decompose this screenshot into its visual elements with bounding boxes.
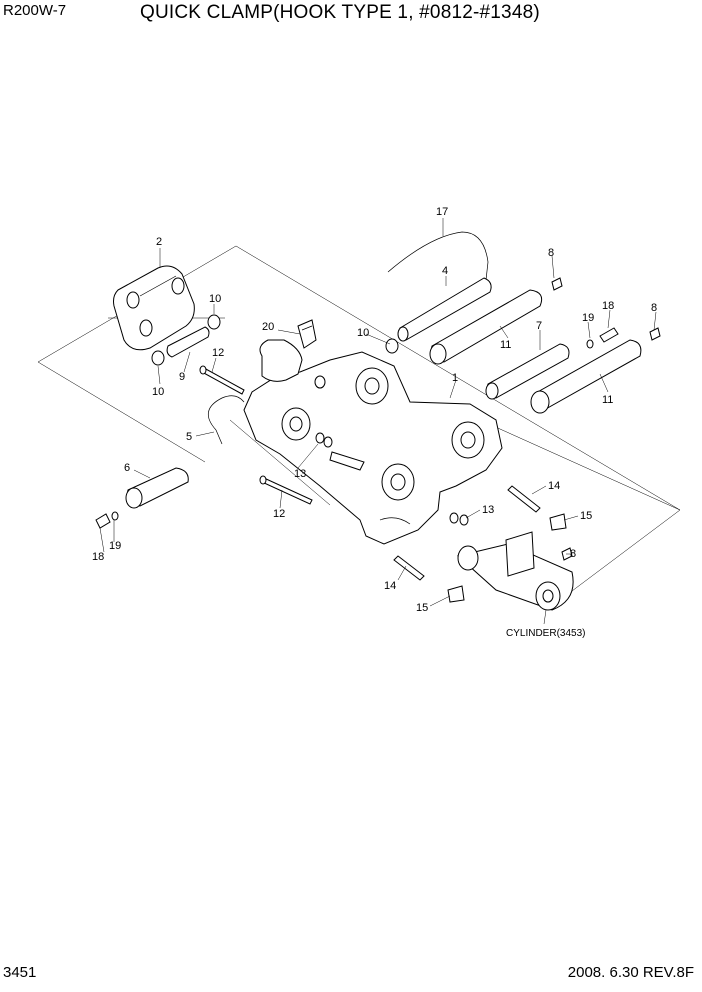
part-9-pin xyxy=(166,326,210,358)
callout-13-b: 13 xyxy=(482,504,494,516)
page-number: 3451 xyxy=(3,964,37,981)
callout-14-b: 14 xyxy=(384,580,396,592)
callout-18-a: 18 xyxy=(92,551,104,563)
part-8-grease-nipples xyxy=(551,277,661,561)
callout-11-b: 11 xyxy=(602,394,613,406)
part-2-hook-bracket xyxy=(113,265,195,351)
cylinder-reference-note: CYLINDER(3453) xyxy=(506,628,585,639)
callout-10-b: 10 xyxy=(152,386,164,398)
part-20-plate xyxy=(297,319,317,349)
part-18-19-bolt-washer-left xyxy=(95,511,119,529)
part-14-bolts xyxy=(393,485,541,581)
callout-18-b: 18 xyxy=(602,300,614,312)
part-12-bolts xyxy=(199,365,313,505)
part-5-lanyard xyxy=(208,395,245,445)
callout-12-b: 12 xyxy=(273,508,285,520)
part-17-lanyard xyxy=(387,231,489,281)
page-title: QUICK CLAMP(HOOK TYPE 1, #0812-#1348) xyxy=(140,2,540,23)
callout-8-c: 8 xyxy=(570,548,576,560)
part-6-pin xyxy=(125,467,189,509)
callout-15-a: 15 xyxy=(580,510,592,522)
callout-19-a: 19 xyxy=(109,540,121,552)
callout-13-a: 13 xyxy=(294,468,306,480)
callout-5: 5 xyxy=(186,431,192,443)
callout-9: 9 xyxy=(179,371,185,383)
part-15-fittings xyxy=(447,513,567,603)
callout-labels: 2 10 9 10 12 20 5 6 13 12 17 4 8 10 1 11… xyxy=(92,206,657,639)
callout-6: 6 xyxy=(124,462,130,474)
part-11-pins xyxy=(429,289,642,414)
callout-11-a: 11 xyxy=(500,339,511,351)
revision-date: 2008. 6.30 REV.8F xyxy=(567,964,694,981)
callout-8-b: 8 xyxy=(651,302,657,314)
callout-19-b: 19 xyxy=(582,312,594,324)
part-4-pin xyxy=(397,277,492,342)
part-7-pin xyxy=(485,343,570,400)
callout-8-a: 8 xyxy=(548,247,554,259)
model-label: R200W-7 xyxy=(3,2,67,19)
callout-20: 20 xyxy=(262,321,274,333)
callout-4: 4 xyxy=(442,265,448,277)
callout-1: 1 xyxy=(452,372,458,384)
cylinder-assembly xyxy=(456,531,574,611)
callout-leader-lines xyxy=(99,218,657,625)
callout-10-c: 10 xyxy=(357,327,369,339)
callout-12-a: 12 xyxy=(212,347,224,359)
part-10-snap-rings xyxy=(151,314,399,366)
part-18-19-bolt-washer-right xyxy=(586,327,619,349)
callout-7: 7 xyxy=(536,320,542,332)
part-1-main-frame xyxy=(243,339,503,545)
callout-10-a: 10 xyxy=(209,293,221,305)
callout-17: 17 xyxy=(436,206,448,218)
callout-15-b: 15 xyxy=(416,602,428,614)
part-13-nuts xyxy=(315,432,469,526)
callout-2: 2 xyxy=(156,236,162,248)
callout-14-a: 14 xyxy=(548,480,560,492)
